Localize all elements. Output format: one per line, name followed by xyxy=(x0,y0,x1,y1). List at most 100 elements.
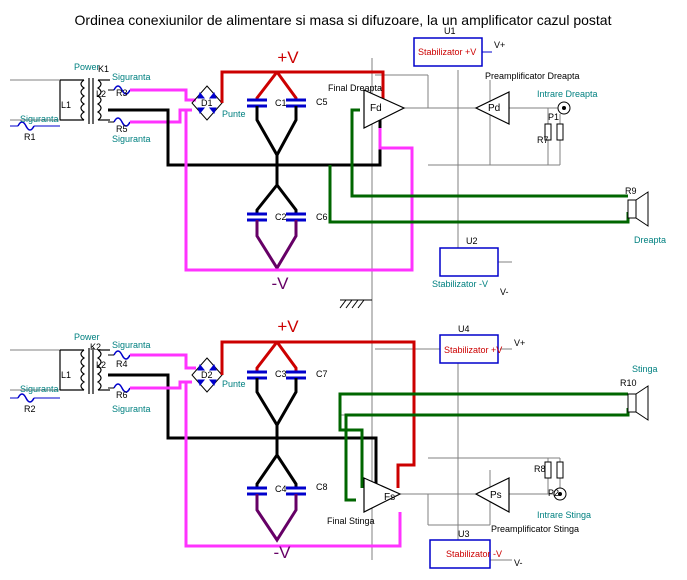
u2-label: U2 xyxy=(466,236,478,246)
capacitor-c7-icon xyxy=(286,370,306,380)
resistor-r7-icon xyxy=(544,123,552,141)
u1-out-label: V+ xyxy=(494,40,505,50)
rail-neg-label-bottom: -V xyxy=(274,543,292,562)
resistor-r8-icon xyxy=(544,461,552,479)
u4-out-label: V+ xyxy=(514,338,525,348)
capacitor-c1-icon xyxy=(247,98,267,108)
final-left-label: Final Stinga xyxy=(327,516,375,526)
final-amp-left-icon xyxy=(363,477,402,513)
final-right-amp-label: Fd xyxy=(370,103,382,114)
coil-l1-label-bottom: L1 xyxy=(61,370,71,380)
bridge-label-top: Punte xyxy=(222,109,246,119)
u1-label: U1 xyxy=(444,26,456,36)
c1-label: C1 xyxy=(275,98,287,108)
capacitor-c3-icon xyxy=(247,370,267,380)
coil-l2-label-top: L2 xyxy=(96,89,106,99)
c7-label: C7 xyxy=(316,369,328,379)
negative-rail-top xyxy=(184,108,414,272)
speaker-left-label: Stinga xyxy=(632,364,658,374)
fuse-r4-icon xyxy=(113,350,131,360)
c6-label: C6 xyxy=(316,212,328,222)
positive-rail-top xyxy=(220,70,385,103)
wire-ac2-top xyxy=(130,108,192,124)
p1-label: P1 xyxy=(548,112,559,122)
capacitor-c4-icon xyxy=(247,486,267,496)
positive-rail-bottom xyxy=(220,340,416,488)
preamp-right-label: Preamplificator Dreapta xyxy=(485,71,580,81)
r6-label: R6 xyxy=(116,390,128,400)
coil-l1-label-top: L1 xyxy=(61,100,71,110)
speaker-wire-top-2 xyxy=(328,165,630,224)
speaker-wire-bottom-2 xyxy=(344,408,630,502)
u4-label: U4 xyxy=(458,324,470,334)
c5-label: C5 xyxy=(316,97,328,107)
r7-label: R7 xyxy=(537,135,549,145)
bridge-d2-icon xyxy=(191,357,223,393)
speaker-right-label: Dreapta xyxy=(634,235,666,245)
wire-ac1-top xyxy=(130,88,196,102)
speaker-right-icon xyxy=(627,191,649,227)
u1-text: Stabilizator +V xyxy=(418,47,476,57)
fuse-c-label-top: Siguranta xyxy=(112,134,151,144)
u2-text: Stabilizator -V xyxy=(432,279,488,289)
preamp-right-amp-label: Pd xyxy=(488,103,500,114)
transformer-bottom xyxy=(59,348,110,394)
bridge-d1-label: D1 xyxy=(201,98,213,108)
r8-label: R8 xyxy=(534,464,546,474)
speaker-left-icon xyxy=(627,385,649,421)
u3-label: U3 xyxy=(458,529,470,539)
c2-label: C2 xyxy=(275,212,287,222)
preamp-left-icon xyxy=(474,477,510,514)
r3-label: R3 xyxy=(116,88,128,98)
diagram-title: Ordinea conexiunilor de alimentare si ma… xyxy=(75,12,612,28)
power-label-bottom: Power xyxy=(74,332,100,342)
speaker-wire-top-1 xyxy=(350,108,628,198)
switch-k2-label: K2 xyxy=(90,342,101,352)
r5-label: R5 xyxy=(116,124,128,134)
ground-wire-bottom xyxy=(108,373,378,488)
fuse-r3-icon xyxy=(113,85,131,95)
c4-label: C4 xyxy=(275,484,287,494)
capacitor-c8-icon xyxy=(286,486,306,496)
bridge-label-bottom: Punte xyxy=(222,379,246,389)
stabilizer-u2-box xyxy=(439,247,499,277)
r1-label: R1 xyxy=(24,132,36,142)
ground-wire-top xyxy=(108,108,382,167)
c3-label: C3 xyxy=(275,369,287,379)
input-right-label: Intrare Dreapta xyxy=(537,89,598,99)
potentiometer-p2-icon xyxy=(556,461,564,479)
r9-label: R9 xyxy=(625,186,637,196)
rail-pos-label-bottom: +V xyxy=(277,317,299,336)
final-left-amp-label: Fs xyxy=(384,492,395,503)
top-thin-wires xyxy=(356,58,610,560)
switch-k1-label: K1 xyxy=(98,64,109,74)
power-label-top: Power xyxy=(74,62,100,72)
fuse-a-label-top: Siguranta xyxy=(112,72,151,82)
bridge-d2-label: D2 xyxy=(201,370,213,380)
capacitor-c5-icon xyxy=(286,98,306,108)
c8-label: C8 xyxy=(316,482,328,492)
fuse-r1-icon xyxy=(17,121,35,131)
r4-label: R4 xyxy=(116,359,128,369)
stabilizer-u3-box xyxy=(429,539,491,569)
r10-label: R10 xyxy=(620,378,637,388)
fuse-c-label-bottom: Siguranta xyxy=(112,404,151,414)
capacitor-c2-icon xyxy=(247,212,267,222)
u3-text: Stabilizator -V xyxy=(446,549,502,559)
preamp-left-label: Preamplificator Stinga xyxy=(491,524,579,534)
potentiometer-p1-icon xyxy=(556,123,564,141)
fuse-b-label-bottom: Siguranta xyxy=(20,384,59,394)
final-amp-right-icon xyxy=(363,89,406,129)
coil-l2-label-bottom: L2 xyxy=(96,360,106,370)
final-right-label: Final Dreapta xyxy=(328,83,382,93)
stabilizer-u4-box xyxy=(439,334,499,364)
preamp-left-amp-label: Ps xyxy=(490,490,502,501)
transformer-top xyxy=(59,78,110,124)
fuse-a-label-bottom: Siguranta xyxy=(112,340,151,350)
rail-neg-label-top: -V xyxy=(272,274,290,293)
ground-symbol xyxy=(339,299,372,309)
stabilizer-u1-box xyxy=(413,37,483,67)
fuse-r5-icon xyxy=(113,117,131,127)
